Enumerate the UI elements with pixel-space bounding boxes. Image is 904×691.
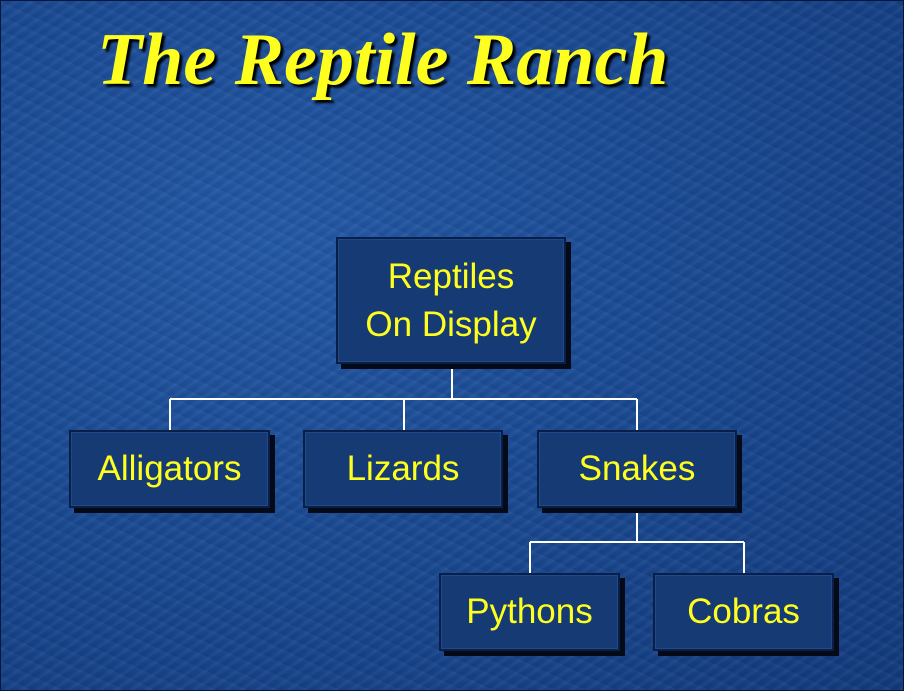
node-alligators[interactable]: Alligators bbox=[69, 430, 270, 508]
node-reptiles-on-display[interactable]: Reptiles On Display bbox=[336, 237, 566, 364]
node-lizards-label: Lizards bbox=[346, 449, 460, 488]
node-root-line2: On Display bbox=[365, 304, 537, 344]
node-root-line1: Reptiles bbox=[387, 256, 515, 296]
node-cobras[interactable]: Cobras bbox=[653, 573, 834, 651]
node-alligators-label: Alligators bbox=[97, 449, 242, 488]
node-pythons-label: Pythons bbox=[466, 592, 593, 631]
slide-title: The Reptile Ranch bbox=[97, 19, 669, 101]
node-lizards[interactable]: Lizards bbox=[303, 430, 503, 508]
node-snakes-label: Snakes bbox=[578, 449, 696, 488]
node-snakes[interactable]: Snakes bbox=[537, 430, 737, 508]
node-pythons[interactable]: Pythons bbox=[439, 573, 620, 651]
node-reptiles-on-display-label: Reptiles On Display bbox=[365, 253, 536, 349]
node-cobras-label: Cobras bbox=[687, 592, 800, 631]
